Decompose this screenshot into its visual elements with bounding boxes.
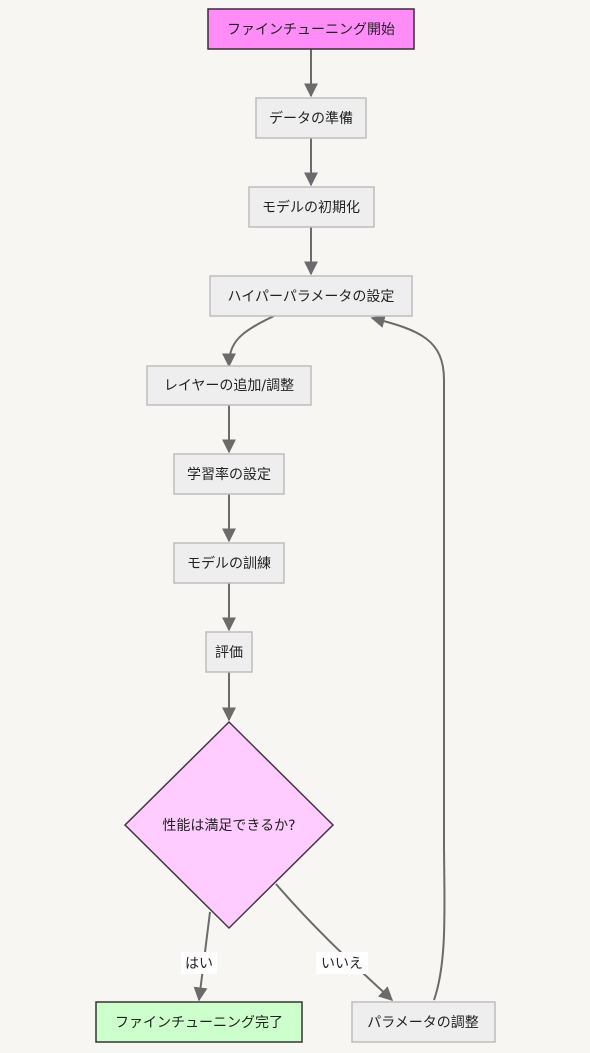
edge-label-yes: はい xyxy=(181,952,217,974)
edge-decision-to-adjust xyxy=(275,883,394,1001)
node-start[interactable]: ファインチューニング開始 xyxy=(207,8,415,50)
edge-hyper-to-layers xyxy=(222,315,275,368)
edge-label-no-bg xyxy=(316,952,368,974)
node-decision[interactable]: 性能は満足できるか? xyxy=(123,720,335,930)
node-lr-label: 学習率の設定 xyxy=(187,466,271,483)
node-layers-label: レイヤーの追加/調整 xyxy=(164,378,294,394)
node-hyper[interactable]: ハイパーパラメータの設定 xyxy=(209,275,413,317)
node-eval[interactable]: 評価 xyxy=(205,631,253,673)
node-hyper-label: ハイパーパラメータの設定 xyxy=(228,289,395,305)
node-adjust[interactable]: パラメータの調整 xyxy=(351,1001,496,1043)
node-decision-label: 性能は満足できるか? xyxy=(162,818,295,834)
edge-label-no-text: いいえ xyxy=(321,956,363,972)
edge-label-no: いいえ xyxy=(316,952,368,974)
node-train[interactable]: モデルの訓練 xyxy=(173,542,285,584)
node-done[interactable]: ファインチューニング完了 xyxy=(95,1001,303,1043)
node-layers[interactable]: レイヤーの追加/調整 xyxy=(146,365,312,406)
node-lr[interactable]: 学習率の設定 xyxy=(173,453,285,495)
node-prepare-label: データの準備 xyxy=(269,110,353,127)
edge-label-yes-bg xyxy=(181,952,217,974)
node-init[interactable]: モデルの初期化 xyxy=(248,186,375,228)
node-done-label: ファインチューニング完了 xyxy=(115,1015,283,1031)
node-start-label: ファインチューニング開始 xyxy=(227,22,395,38)
edge-adjust-to-hyper xyxy=(370,314,446,1001)
node-adjust-label: パラメータの調整 xyxy=(367,1015,479,1031)
node-eval-label: 評価 xyxy=(215,645,243,661)
node-train-label: モデルの訓練 xyxy=(187,555,271,572)
node-prepare[interactable]: データの準備 xyxy=(255,97,367,139)
node-init-label: モデルの初期化 xyxy=(262,199,360,216)
edge-label-yes-text: はい xyxy=(185,956,213,972)
